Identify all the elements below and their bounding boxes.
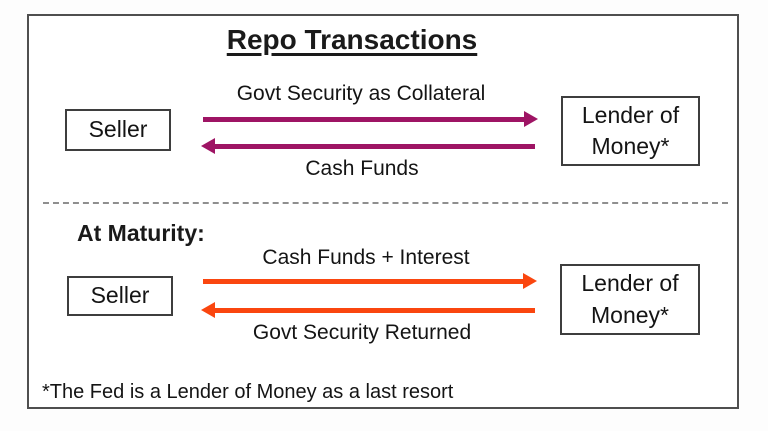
cash-funds-arrow-label: Cash Funds (305, 157, 419, 180)
arrow-shaft (215, 307, 535, 313)
seller-box-repo: Seller (65, 109, 171, 151)
seller-box-repo-label: Seller (88, 116, 148, 143)
arrow-left-head (201, 302, 215, 318)
lender-box-maturity-label: Lender of Money* (581, 270, 679, 328)
arrow-shaft (203, 278, 523, 284)
lender-box-maturity: Lender of Money* (560, 264, 700, 335)
footnote: *The Fed is a Lender of Money as a last … (42, 381, 454, 403)
arrow-shaft (203, 116, 524, 122)
security-returned-arrow (201, 302, 535, 318)
arrow-right-head (523, 273, 537, 289)
arrow-right-head (524, 111, 538, 127)
cash-funds-interest-arrow-label: Cash Funds + Interest (262, 246, 470, 269)
lender-box-repo-label: Lender of Money* (581, 101, 680, 159)
seller-box-maturity: Seller (67, 276, 173, 316)
section-divider (43, 202, 728, 204)
diagram-title: Repo Transactions (226, 24, 478, 55)
collateral-arrow (203, 111, 538, 127)
security-returned-arrow-label: Govt Security Returned (252, 321, 472, 344)
arrow-left-head (201, 138, 215, 154)
cash-funds-arrow (201, 138, 535, 154)
seller-box-maturity-label: Seller (90, 282, 150, 309)
diagram-border-frame (27, 14, 739, 409)
cash-funds-interest-arrow (203, 273, 537, 289)
at-maturity-heading: At Maturity: (77, 220, 205, 246)
lender-box-repo: Lender of Money* (561, 96, 700, 166)
collateral-arrow-label: Govt Security as Collateral (236, 82, 486, 105)
arrow-shaft (215, 143, 535, 149)
